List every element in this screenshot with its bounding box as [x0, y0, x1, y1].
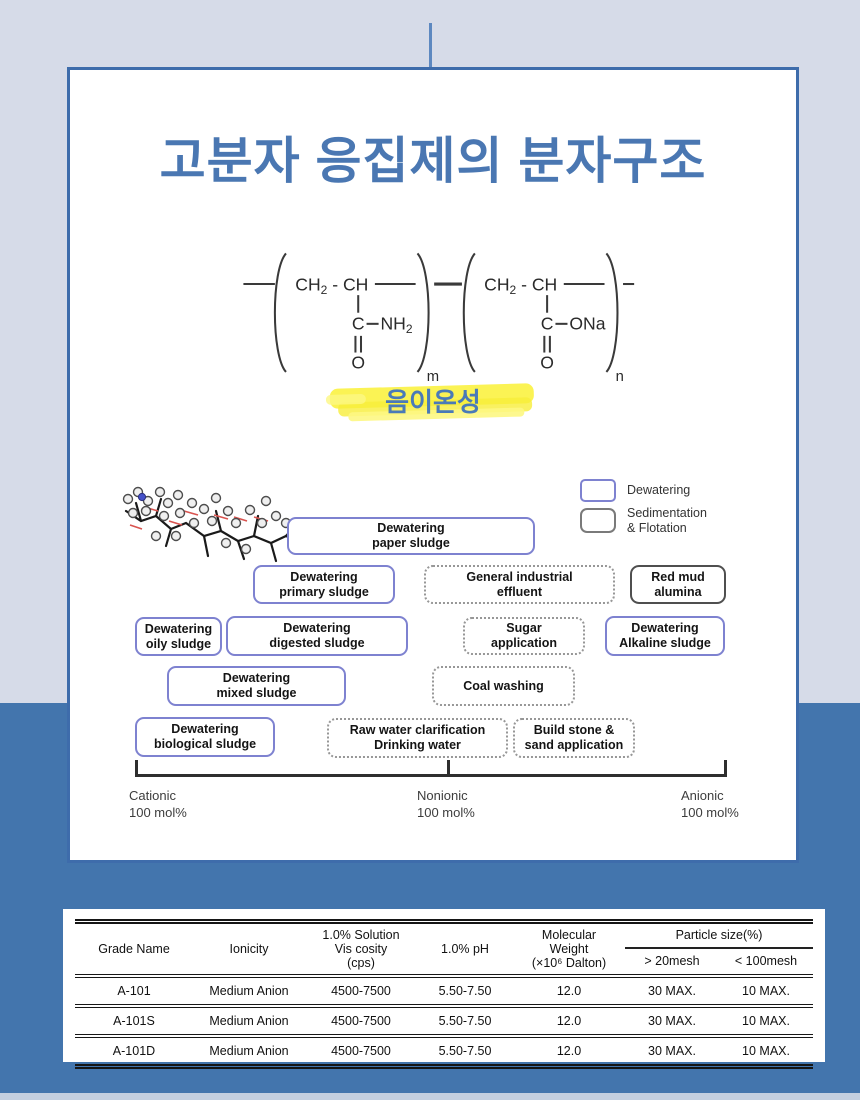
table-cell: A-101	[75, 976, 193, 1008]
anionic-label: 음이온성	[385, 387, 481, 417]
col-header-particle-size: Particle size(%)	[625, 921, 814, 949]
m-unit-amide: NH2	[380, 313, 412, 336]
table-cell: 10 MAX.	[719, 1006, 814, 1038]
spec-table-panel: Grade Name Ionicity 1.0% Solution Vis co…	[63, 909, 825, 1069]
table-cell: 10 MAX.	[719, 976, 814, 1008]
app-box-red-mud: Red mud alumina	[630, 565, 726, 604]
axis-tick-cationic	[135, 760, 138, 775]
table-cell: Medium Anion	[193, 1006, 305, 1038]
app-box-digested-sludge: Dewatering digested sludge	[226, 616, 408, 656]
m-unit-carbon: C	[352, 313, 365, 333]
n-unit-carboxylate: ONa	[569, 313, 605, 333]
app-box-oily-sludge: Dewatering oily sludge	[135, 617, 222, 656]
app-box-sugar: Sugar application	[463, 617, 585, 655]
axis-label-cationic: Cationic 100 mol%	[129, 788, 187, 820]
table-cell: 5.50-7.50	[417, 976, 513, 1008]
n-subscript: n	[616, 369, 624, 385]
axis-tick-anionic	[724, 760, 727, 775]
spec-table: Grade Name Ionicity 1.0% Solution Vis co…	[75, 919, 814, 1069]
app-box-biological-sludge: Dewatering biological sludge	[135, 717, 275, 757]
m-unit-backbone: CH2 - CH	[295, 275, 368, 298]
table-cell: 12.0	[513, 1006, 625, 1038]
m-subscript: m	[427, 369, 439, 385]
axis-tick-nonionic	[447, 760, 450, 775]
app-box-alkaline-sludge: Dewatering Alkaline sludge	[605, 616, 725, 656]
table-cell: Medium Anion	[193, 976, 305, 1008]
legend-sedimentation-swatch	[580, 508, 616, 533]
col-header-mesh100: < 100mesh	[719, 947, 814, 979]
m-unit-oxygen: O	[351, 352, 365, 372]
col-header-mesh20: > 20mesh	[625, 947, 719, 979]
table-cell: 30 MAX.	[625, 1036, 719, 1069]
col-header-grade: Grade Name	[75, 921, 193, 978]
table-cell: 10 MAX.	[719, 1036, 814, 1069]
table-cell: 5.50-7.50	[417, 1006, 513, 1038]
table-cell: 5.50-7.50	[417, 1036, 513, 1069]
axis-label-anionic: Anionic 100 mol%	[681, 788, 739, 820]
anionic-highlight: 음이온성	[325, 376, 540, 428]
col-header-solution: 1.0% Solution Vis cosity (cps)	[305, 921, 417, 978]
n-unit-backbone: CH2 - CH	[484, 275, 557, 298]
table-cell: A-101S	[75, 1006, 193, 1038]
app-box-build-stone: Build stone & sand application	[513, 718, 635, 758]
app-box-general-effluent: General industrial effluent	[424, 565, 615, 604]
page-title: 고분자 응집제의 분자구조	[159, 133, 707, 189]
table-cell: 4500-7500	[305, 1006, 417, 1038]
table-cell: 30 MAX.	[625, 1006, 719, 1038]
table-cell: A-101D	[75, 1036, 193, 1069]
app-box-coal-washing: Coal washing	[432, 666, 575, 706]
app-box-primary-sludge: Dewatering primary sludge	[253, 565, 395, 604]
table-cell: 12.0	[513, 1036, 625, 1069]
highlight-stroke-icon	[325, 383, 534, 422]
table-cell: 4500-7500	[305, 1036, 417, 1069]
bottom-light-strip	[0, 1093, 860, 1100]
axis-label-nonionic: Nonionic 100 mol%	[417, 788, 475, 820]
table-cell: 30 MAX.	[625, 976, 719, 1008]
col-header-mw: Molecular Weight (×10⁶ Dalton)	[513, 921, 625, 978]
n-unit-carbon: C	[541, 313, 554, 333]
ionicity-axis-line	[135, 774, 727, 777]
table-cell: 4500-7500	[305, 976, 417, 1008]
col-header-ph: 1.0% pH	[417, 921, 513, 978]
table-cell: 12.0	[513, 976, 625, 1008]
legend-dewatering-swatch	[580, 479, 616, 502]
app-box-mixed-sludge: Dewatering mixed sludge	[167, 666, 346, 706]
n-unit-oxygen: O	[540, 352, 554, 372]
table-cell: Medium Anion	[193, 1036, 305, 1069]
col-header-ionicity: Ionicity	[193, 921, 305, 978]
app-box-raw-water: Raw water clarification Drinking water	[327, 718, 508, 758]
app-box-paper-sludge: Dewatering paper sludge	[287, 517, 535, 555]
legend-sedimentation-label: Sedimentation & Flotation	[627, 506, 707, 535]
legend-dewatering-label: Dewatering	[627, 483, 691, 497]
polymer-molecule-illustration	[122, 486, 299, 563]
chemical-structure-diagram: CH2 - CH C NH2 O m CH2 - CH C ONa O n	[243, 252, 635, 385]
